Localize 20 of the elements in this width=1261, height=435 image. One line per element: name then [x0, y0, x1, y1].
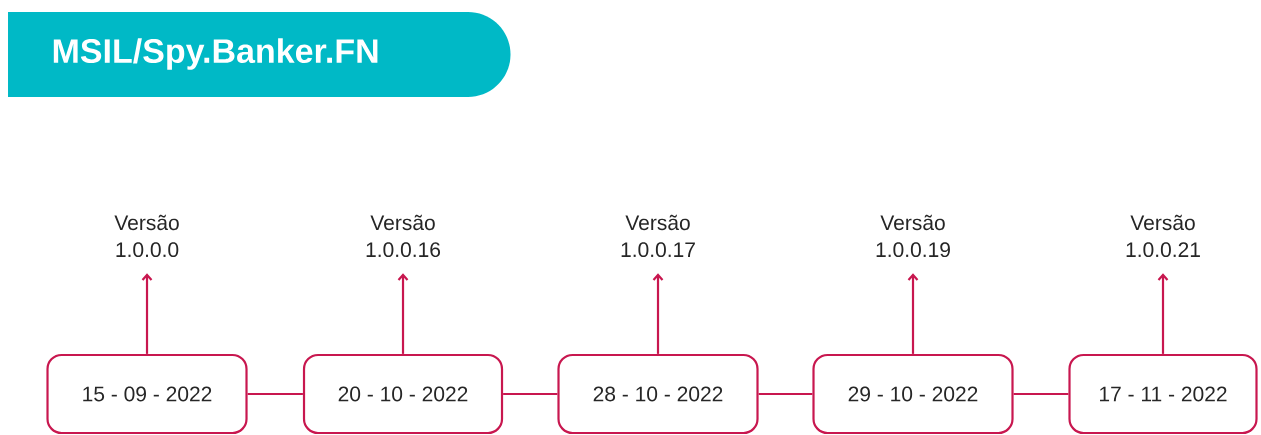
- date-box: 28 - 10 - 2022: [557, 353, 759, 435]
- version-label: Versão 1.0.0.21: [1126, 214, 1200, 258]
- connector: [397, 273, 409, 354]
- connector: [1157, 273, 1169, 354]
- date-box: 17 - 11 - 2022: [1068, 353, 1258, 435]
- date-box: 20 - 10 - 2022: [302, 353, 504, 435]
- connector: [652, 273, 664, 354]
- date-box: 15 - 09 - 2022: [46, 353, 248, 435]
- connector: [503, 392, 558, 396]
- version-label: Versão 1.0.0.16: [366, 214, 441, 258]
- version-label: Versão 1.0.0.0: [114, 214, 179, 258]
- title-banner: MSIL/Spy.Banker.FN: [8, 12, 511, 97]
- connector: [907, 273, 919, 354]
- version-label: Versão 1.0.0.17: [621, 214, 695, 258]
- date-box: 29 - 10 - 2022: [812, 353, 1014, 435]
- version-label: Versão 1.0.0.19: [876, 214, 950, 258]
- connector: [1013, 392, 1069, 396]
- connector: [141, 273, 153, 354]
- connector: [247, 392, 303, 396]
- connector: [758, 392, 813, 396]
